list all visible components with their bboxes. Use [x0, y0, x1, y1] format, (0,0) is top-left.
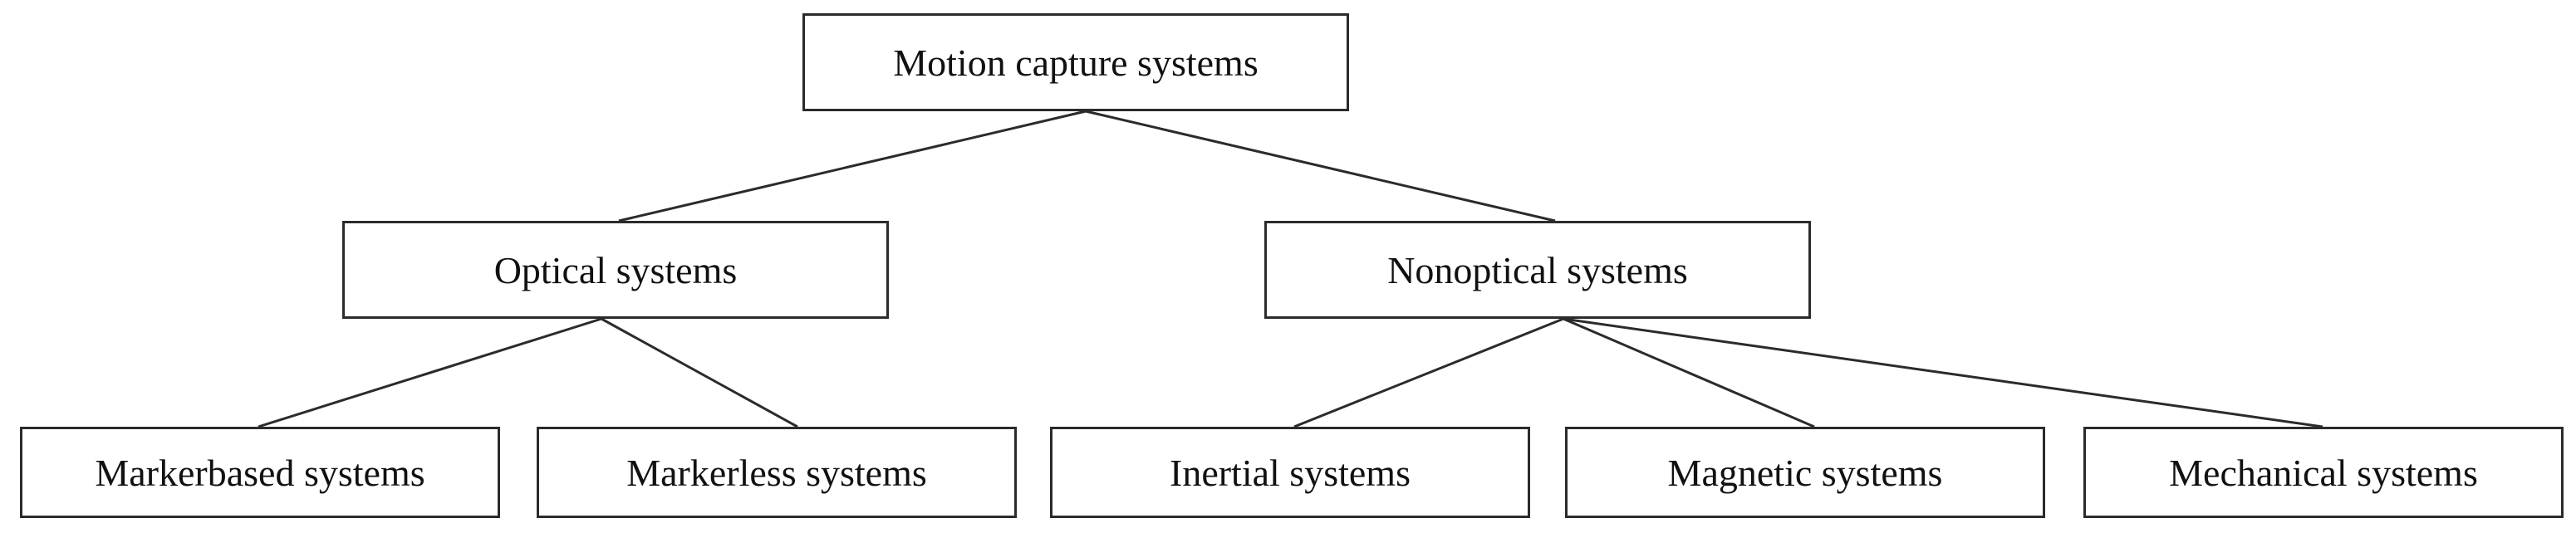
edge-nonoptical-inertial [1293, 317, 1564, 428]
node-mechanical-systems: Mechanical systems [2083, 427, 2564, 518]
node-nonoptical-systems: Nonoptical systems [1264, 221, 1811, 319]
node-optical-systems: Optical systems [342, 221, 889, 319]
node-label: Motion capture systems [893, 41, 1259, 84]
node-label: Mechanical systems [2169, 451, 2478, 494]
node-label: Inertial systems [1170, 451, 1411, 494]
node-inertial-systems: Inertial systems [1050, 427, 1530, 518]
node-magnetic-systems: Magnetic systems [1565, 427, 2045, 518]
edge-optical-markerbased [258, 317, 602, 428]
node-label: Optical systems [493, 248, 738, 291]
node-markerbased-systems: Markerbased systems [20, 427, 500, 518]
node-label: Markerless systems [626, 451, 927, 494]
node-label: Markerbased systems [95, 451, 425, 494]
node-label: Magnetic systems [1667, 451, 1943, 494]
edge-root-nonoptical [1085, 110, 1556, 222]
node-label: Nonoptical systems [1387, 248, 1688, 291]
node-motion-capture-systems: Motion capture systems [802, 13, 1349, 111]
edge-nonoptical-magnetic [1563, 317, 1815, 428]
edge-root-optical [618, 110, 1087, 222]
edge-optical-markerless [601, 317, 798, 428]
node-markerless-systems: Markerless systems [537, 427, 1017, 518]
edge-nonoptical-mechanical [1563, 317, 2323, 428]
